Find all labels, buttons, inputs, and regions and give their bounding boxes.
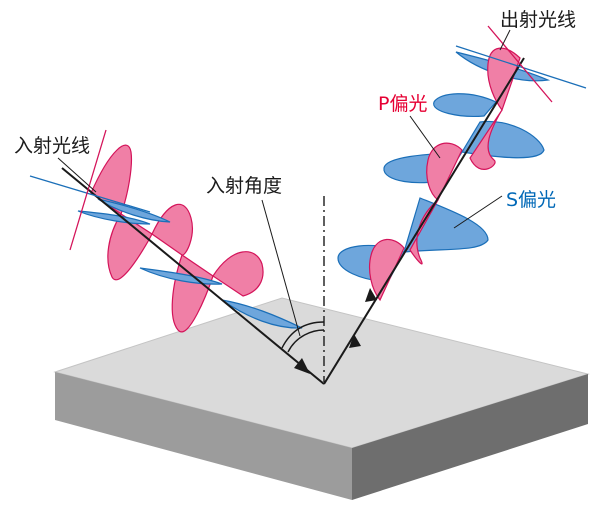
incident-ray-label: 入射光线 xyxy=(14,135,90,157)
incident-p-wave xyxy=(90,144,264,333)
outgoing-p-lobe-3 xyxy=(426,142,463,201)
incident-ray xyxy=(29,129,325,385)
outgoing-ray-leader xyxy=(499,29,511,51)
outgoing-s-lobe-3 xyxy=(403,197,489,253)
outgoing-p-wave xyxy=(368,47,521,302)
outgoing-ray-label: 出射光线 xyxy=(500,9,576,31)
incident-arrowhead xyxy=(294,358,310,374)
incident-angle-label: 入射角度 xyxy=(206,175,282,197)
incident-ray-crossbar xyxy=(29,175,151,213)
reflective-surface xyxy=(53,297,590,500)
outgoing-s-lobe-6 xyxy=(433,93,497,117)
s-polarized-leader xyxy=(453,195,503,229)
incident-p-lobe-3 xyxy=(151,203,193,256)
p-polarized-label: P偏光 xyxy=(378,93,427,115)
incident-s-lobe-1 xyxy=(77,210,151,225)
incident-s-lobe-4 xyxy=(221,299,303,329)
incident-angle-leader xyxy=(261,199,301,337)
incident-s-wave xyxy=(77,198,303,329)
outgoing-ray-crossbar xyxy=(455,45,587,89)
incident-angle-arc xyxy=(281,321,325,353)
outgoing-p-lobe-4 xyxy=(409,199,439,265)
incident-ray-red-tick xyxy=(69,129,107,251)
incident-s-lobe-2 xyxy=(97,198,171,223)
outgoing-p-lobe-2 xyxy=(469,109,503,170)
incident-p-lobe-4 xyxy=(171,254,214,333)
surface-front-face xyxy=(55,372,352,500)
incident-p-lobe-5 xyxy=(212,251,264,297)
outgoing-ray-red-tick xyxy=(487,25,553,103)
incident-ray-leader xyxy=(57,157,97,193)
outgoing-arrowhead-2 xyxy=(365,288,377,302)
incident-s-lobe-3 xyxy=(139,267,223,285)
incident-p-lobe-2 xyxy=(107,213,153,281)
outgoing-ray xyxy=(323,25,587,385)
outgoing-p-lobe-5 xyxy=(368,238,405,302)
s-polarized-label: S偏光 xyxy=(506,189,556,211)
outgoing-arrowhead-1 xyxy=(349,334,361,348)
surface-side-face xyxy=(352,374,588,500)
leader-lines xyxy=(57,29,511,337)
p-polarized-leader xyxy=(409,115,441,159)
